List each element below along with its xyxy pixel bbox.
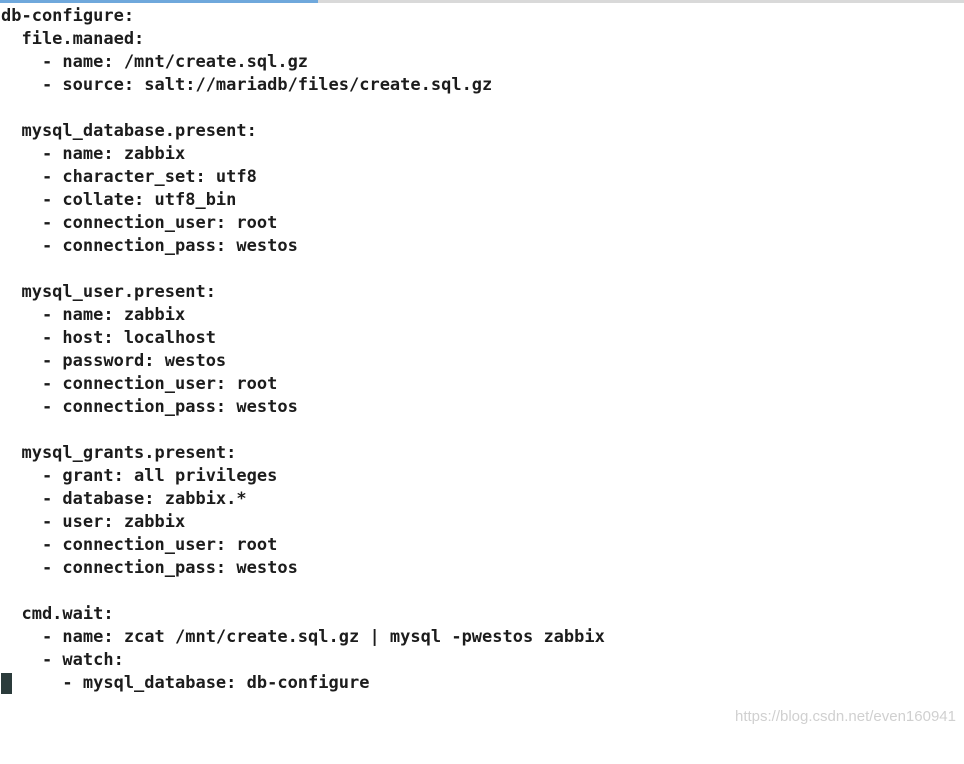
code-line: mysql_user.present: — [0, 281, 964, 304]
code-line-text: - connection_pass: westos — [1, 236, 298, 256]
window-top-accent — [0, 0, 318, 3]
code-line-text: - connection_pass: westos — [1, 558, 298, 578]
code-line-text: mysql_grants.present: — [1, 443, 237, 463]
code-line: - name: /mnt/create.sql.gz — [0, 51, 964, 74]
code-line: - collate: utf8_bin — [0, 189, 964, 212]
code-line-text: - name: zabbix — [1, 305, 186, 325]
code-line: - connection_pass: westos — [0, 396, 964, 419]
code-line: - name: zabbix — [0, 143, 964, 166]
code-line-text: - connection_user: root — [1, 213, 278, 233]
code-line: - host: localhost — [0, 327, 964, 350]
code-line-text: - name: zabbix — [1, 144, 186, 164]
code-line: - database: zabbix.* — [0, 488, 964, 511]
code-line-text: mysql_database.present: — [1, 121, 257, 141]
code-line-text: - database: zabbix.* — [1, 489, 247, 509]
code-line-text: - watch: — [1, 650, 124, 670]
code-line: - grant: all privileges — [0, 465, 964, 488]
code-line — [0, 97, 964, 120]
code-line-text: - character_set: utf8 — [1, 167, 257, 187]
watermark: https://blog.csdn.net/even160941 — [734, 708, 956, 725]
code-line: db-configure: — [0, 5, 964, 28]
code-line: - source: salt://mariadb/files/create.sq… — [0, 74, 964, 97]
text-editor[interactable]: db-configure: file.manaed: - name: /mnt/… — [0, 5, 964, 705]
code-line-text: - name: zcat /mnt/create.sql.gz | mysql … — [1, 627, 605, 647]
code-line — [0, 419, 964, 442]
code-line: - user: zabbix — [0, 511, 964, 534]
code-line: - connection_user: root — [0, 212, 964, 235]
code-line: - connection_user: root — [0, 534, 964, 557]
window-top-border — [0, 0, 964, 3]
code-line-text: cmd.wait: — [1, 604, 114, 624]
code-line — [0, 258, 964, 281]
code-line: - connection_user: root — [0, 373, 964, 396]
code-line-text: - name: /mnt/create.sql.gz — [1, 52, 309, 72]
code-line-text: - collate: utf8_bin — [1, 190, 237, 210]
code-line-text: - password: westos — [1, 351, 227, 371]
code-line — [0, 580, 964, 603]
code-line-text: - connection_pass: westos — [1, 397, 298, 417]
code-line: - mysql_database: db-configure — [0, 672, 964, 695]
code-line-text: - source: salt://mariadb/files/create.sq… — [1, 75, 493, 95]
code-line: - connection_pass: westos — [0, 557, 964, 580]
code-line: - connection_pass: westos — [0, 235, 964, 258]
code-line: - name: zabbix — [0, 304, 964, 327]
code-line: - name: zcat /mnt/create.sql.gz | mysql … — [0, 626, 964, 649]
code-line-text: - connection_user: root — [1, 535, 278, 555]
code-line-text: - mysql_database: db-configure — [1, 673, 370, 693]
code-line-text: - user: zabbix — [1, 512, 186, 532]
code-line: mysql_grants.present: — [0, 442, 964, 465]
code-line-text: file.manaed: — [1, 29, 145, 49]
code-line-text: mysql_user.present: — [1, 282, 216, 302]
code-line: cmd.wait: — [0, 603, 964, 626]
code-line-text: db-configure: — [1, 6, 135, 26]
code-line-text: - connection_user: root — [1, 374, 278, 394]
text-cursor — [1, 673, 12, 694]
code-line: - password: westos — [0, 350, 964, 373]
code-line: mysql_database.present: — [0, 120, 964, 143]
code-line: - watch: — [0, 649, 964, 672]
code-line: file.manaed: — [0, 28, 964, 51]
code-line-text: - host: localhost — [1, 328, 216, 348]
code-line-text: - grant: all privileges — [1, 466, 278, 486]
code-line: - character_set: utf8 — [0, 166, 964, 189]
